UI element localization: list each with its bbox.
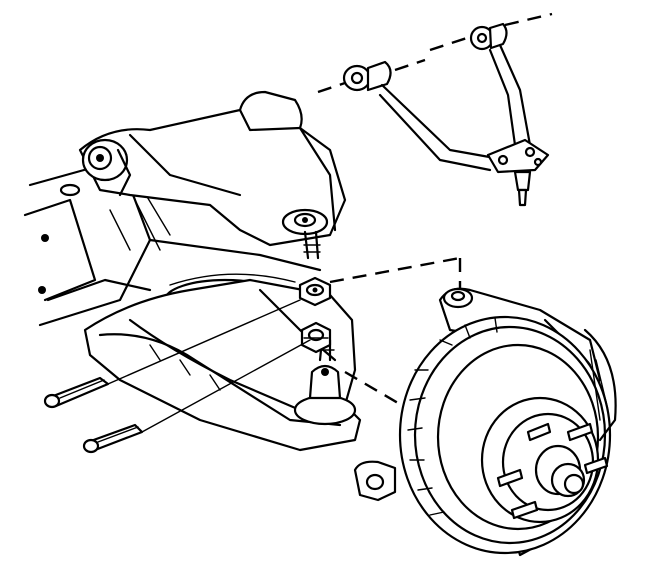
lower-ball-joint-nut	[300, 321, 332, 354]
upper-control-arm	[317, 12, 553, 207]
cotter-pin-lower	[82, 423, 144, 454]
arm-bushing-align-line-1	[317, 81, 346, 94]
knuckle-align-line-upper	[329, 256, 461, 284]
cotter-pin-align-line-upper	[107, 299, 301, 385]
wheel-stud	[526, 422, 552, 442]
wheel-stud	[496, 468, 524, 488]
cotter-pin-align-line-lower	[141, 339, 311, 433]
arm-bushing-align-line-2	[394, 58, 426, 72]
wheel-stud	[510, 500, 539, 520]
lower-control-arm	[83, 278, 362, 452]
knuckle-align-line-lower	[344, 370, 411, 412]
wheel-hub	[480, 396, 600, 524]
cotter-pin-upper	[43, 376, 110, 409]
upper-arm-mount-bracket	[78, 90, 347, 260]
wheel-studs	[496, 422, 609, 520]
upper-ball-joint-nut	[298, 276, 332, 307]
arm-bushing-align-line-3	[429, 35, 471, 52]
vehicle-frame	[23, 158, 322, 327]
wheel-stud	[566, 422, 594, 442]
dust-shield	[583, 328, 617, 442]
arm-bushing-align-line-4	[504, 12, 553, 27]
wheel-stud	[583, 456, 609, 475]
